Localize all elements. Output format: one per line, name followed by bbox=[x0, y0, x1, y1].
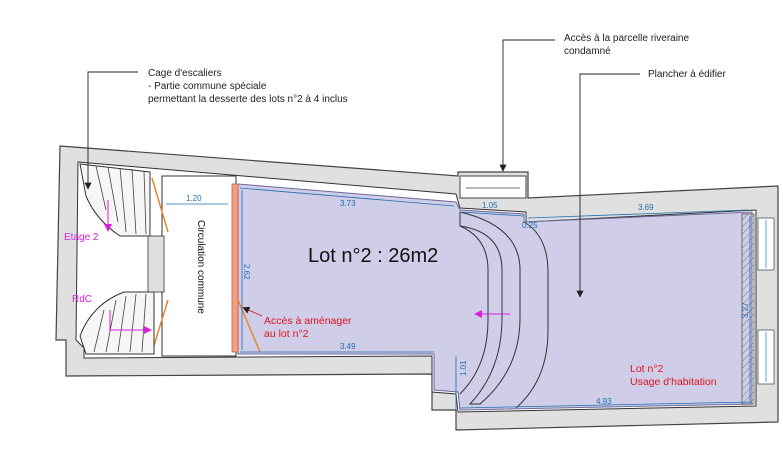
stair-well-wall bbox=[147, 235, 165, 293]
stair-lower-steps bbox=[93, 293, 147, 353]
dim-2-62: 2.62 bbox=[242, 264, 251, 280]
dim-1-20: 1.20 bbox=[186, 194, 202, 203]
lot-title: Lot n°2 : 26m2 bbox=[308, 245, 438, 267]
stair-cage-note-3: permettant la desserte des lots n°2 à 4 … bbox=[148, 94, 348, 105]
lot-usage-2: Usage d'habitation bbox=[630, 376, 717, 388]
curved-structure-inner bbox=[459, 225, 489, 395]
stair-cage-note-2: - Partie commune spéciale bbox=[148, 81, 267, 92]
access-arrow bbox=[242, 306, 263, 317]
stair-upper-steps bbox=[95, 165, 147, 235]
access-parcel-note-2: condamné bbox=[564, 46, 611, 57]
dim-3-49: 3.49 bbox=[340, 342, 356, 351]
door-leaf bbox=[151, 177, 169, 233]
dim-1-01: 1.01 bbox=[459, 360, 468, 376]
parcel-niche bbox=[459, 175, 527, 199]
access-to-build-2: au lot n°2 bbox=[264, 328, 309, 340]
access-parcel-note-1: Accès à la parcelle riveraine bbox=[564, 33, 689, 44]
hatched-wall bbox=[741, 213, 755, 405]
leader-lines bbox=[84, 39, 640, 298]
access-to-build-1: Accès à aménager bbox=[264, 315, 352, 327]
door-leaf bbox=[151, 299, 169, 353]
dim-3-69: 3.69 bbox=[638, 203, 654, 212]
stair-lower bbox=[79, 291, 155, 355]
dim-1-05: 1.05 bbox=[482, 201, 498, 210]
dim-4-93: 4.93 bbox=[596, 397, 612, 406]
floor-to-build-note: Plancher à édifier bbox=[648, 69, 726, 80]
lot-usage-1: Lot n°2 bbox=[630, 363, 664, 375]
curved-structure-outer bbox=[515, 221, 549, 409]
curved-structure bbox=[459, 211, 521, 405]
red-partition bbox=[231, 183, 239, 353]
floor-upper-label: Etage 2 bbox=[64, 232, 99, 243]
floor-ground-label: RdC bbox=[72, 294, 92, 305]
dim-3-73: 3.73 bbox=[340, 199, 356, 208]
dim-3-27: 3.27 bbox=[741, 302, 750, 318]
circulation-area bbox=[161, 175, 237, 357]
circulation-label: Circulation commune bbox=[195, 220, 206, 314]
dimension-lines bbox=[166, 187, 753, 410]
dim-0-25: 0.25 bbox=[522, 221, 538, 230]
stair-cage-note-1: Cage d'escaliers bbox=[148, 68, 222, 79]
magenta-arrows bbox=[104, 200, 510, 334]
